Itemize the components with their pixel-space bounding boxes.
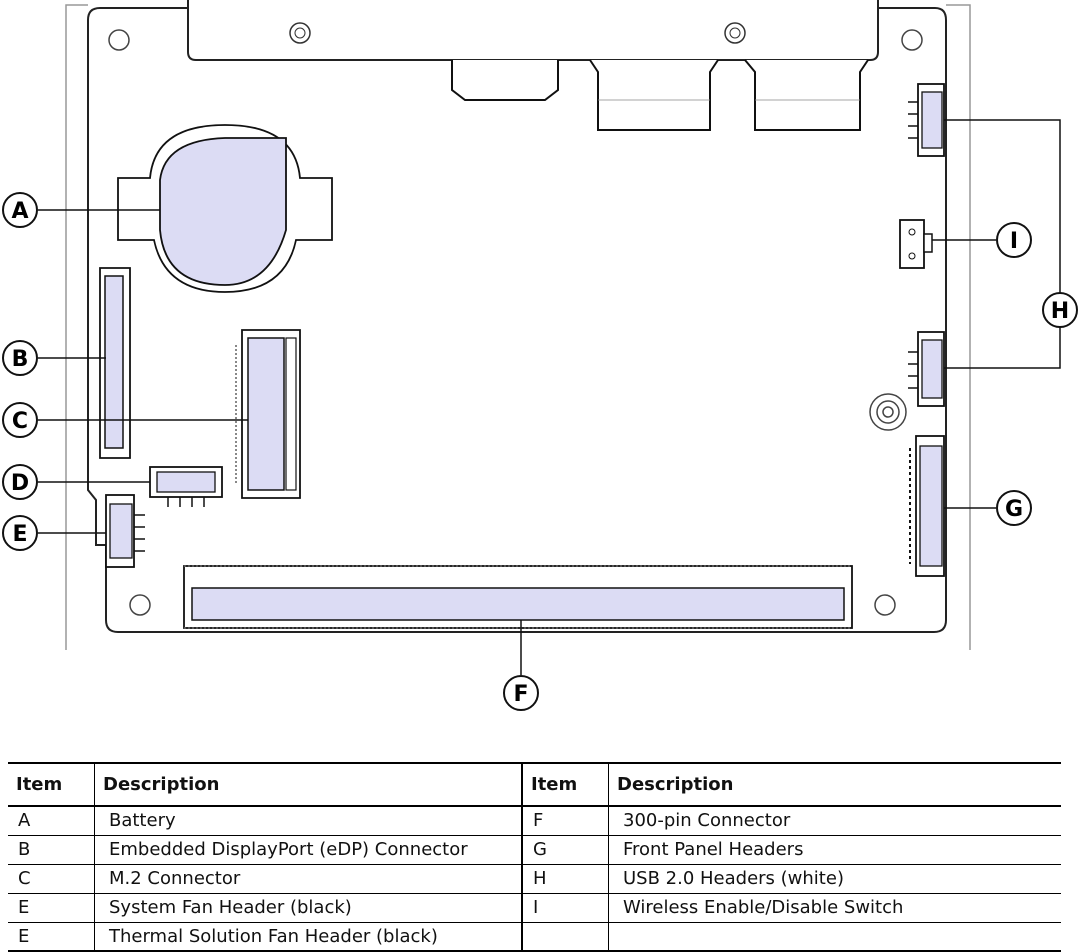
fan-header bbox=[105, 494, 145, 568]
description-cell: Front Panel Headers bbox=[608, 835, 1061, 865]
item-cell: A bbox=[8, 806, 95, 836]
item-cell: B bbox=[8, 835, 95, 865]
board-diagram: A B C D E F G H I bbox=[2, 0, 1078, 711]
callout-g: G bbox=[996, 490, 1032, 526]
callout-a: A bbox=[2, 192, 38, 228]
item-cell: F bbox=[521, 806, 609, 836]
table-row: B Embedded DisplayPort (eDP) Connector G… bbox=[8, 835, 1061, 865]
io-bracket bbox=[187, 0, 879, 61]
callout-h: H bbox=[1042, 292, 1078, 328]
svg-text:C: C bbox=[12, 409, 28, 434]
svg-text:B: B bbox=[12, 347, 29, 372]
item-cell bbox=[521, 922, 609, 952]
rear-io-connectors bbox=[451, 59, 869, 131]
m2-connector bbox=[235, 329, 301, 499]
description-cell bbox=[608, 922, 1061, 952]
header-description-right: Description bbox=[608, 762, 1061, 807]
callout-c: C bbox=[2, 402, 38, 438]
item-cell: E bbox=[8, 922, 95, 952]
battery-holder bbox=[117, 124, 333, 293]
mounting-holes bbox=[108, 29, 923, 616]
description-cell: Embedded DisplayPort (eDP) Connector bbox=[94, 835, 522, 865]
table-row: E Thermal Solution Fan Header (black) bbox=[8, 922, 1061, 952]
description-cell: M.2 Connector bbox=[94, 864, 522, 894]
description-cell: Battery bbox=[94, 806, 522, 836]
table-row: A Battery F 300-pin Connector bbox=[8, 806, 1061, 836]
svg-text:H: H bbox=[1051, 299, 1069, 324]
callout-e: E bbox=[2, 515, 38, 551]
svg-text:F: F bbox=[513, 682, 528, 707]
description-cell: USB 2.0 Headers (white) bbox=[608, 864, 1061, 894]
wireless-switch bbox=[899, 219, 933, 269]
description-cell: 300-pin Connector bbox=[608, 806, 1061, 836]
legend-table: Item Description Item Description A Batt… bbox=[8, 762, 1061, 952]
table-row: C M.2 Connector H USB 2.0 Headers (white… bbox=[8, 864, 1061, 894]
legend-header-row: Item Description Item Description bbox=[8, 762, 1061, 807]
svg-text:A: A bbox=[11, 199, 28, 224]
description-cell: Thermal Solution Fan Header (black) bbox=[94, 922, 522, 952]
svg-text:I: I bbox=[1010, 229, 1018, 254]
edp-connector bbox=[99, 267, 131, 459]
svg-text:E: E bbox=[12, 522, 27, 547]
300-pin-connector bbox=[183, 565, 853, 629]
chassis-outline bbox=[65, 4, 971, 650]
table-row: E System Fan Header (black) I Wireless E… bbox=[8, 893, 1061, 923]
item-cell: I bbox=[521, 893, 609, 923]
header-item-left: Item bbox=[8, 762, 95, 807]
description-cell: System Fan Header (black) bbox=[94, 893, 522, 923]
item-cell: G bbox=[521, 835, 609, 865]
item-cell: E bbox=[8, 893, 95, 923]
d-header bbox=[149, 466, 223, 507]
usb-header-top bbox=[908, 83, 945, 157]
front-panel-header bbox=[909, 435, 945, 577]
header-description-left: Description bbox=[94, 762, 522, 807]
callout-i: I bbox=[996, 222, 1032, 258]
callout-f: F bbox=[503, 675, 539, 711]
svg-text:G: G bbox=[1005, 497, 1023, 522]
leader-lines bbox=[38, 119, 1061, 675]
callout-d: D bbox=[2, 464, 38, 500]
description-cell: Wireless Enable/Disable Switch bbox=[608, 893, 1061, 923]
usb-header-bottom bbox=[908, 331, 945, 407]
item-cell: H bbox=[521, 864, 609, 894]
svg-text:D: D bbox=[11, 471, 29, 496]
callout-b: B bbox=[2, 340, 38, 376]
item-cell: C bbox=[8, 864, 95, 894]
header-item-right: Item bbox=[521, 762, 609, 807]
board-outline bbox=[87, 7, 947, 633]
